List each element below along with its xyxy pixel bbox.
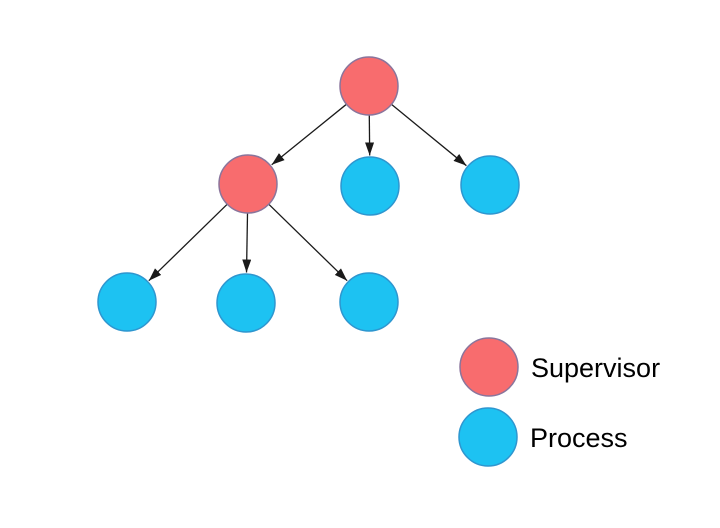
edge-arrow-n1-n2 xyxy=(271,104,347,166)
edge-arrow-n1-n4 xyxy=(391,104,467,167)
process-node-n5 xyxy=(97,272,157,332)
legend-supervisor-swatch xyxy=(459,337,519,397)
legend-process-label: Process xyxy=(530,423,628,453)
supervisor-node-n2 xyxy=(218,154,278,214)
edge-arrow-n2-n6 xyxy=(242,213,252,273)
process-node-n4 xyxy=(460,155,520,215)
process-node-n6 xyxy=(216,273,276,333)
supervisor-node-n1 xyxy=(339,56,399,116)
legend-supervisor-label: Supervisor xyxy=(531,353,660,383)
edge-arrow-n2-n5 xyxy=(148,204,228,282)
edge-arrow-n2-n7 xyxy=(268,204,348,282)
process-node-n7 xyxy=(339,272,399,332)
legend-process-swatch xyxy=(458,407,518,467)
process-node-n3 xyxy=(340,156,400,216)
